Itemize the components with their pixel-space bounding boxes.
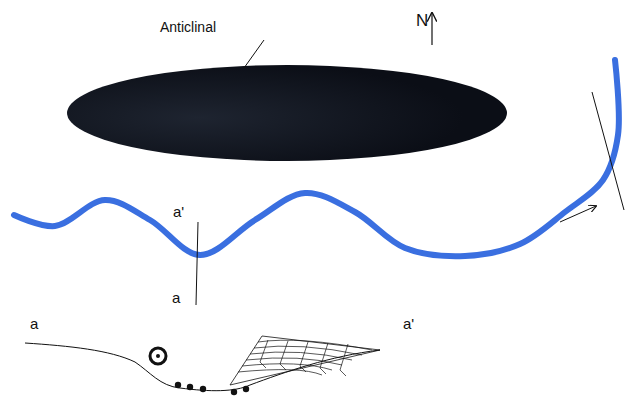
- flow-arrow: [560, 206, 596, 222]
- anticline: [67, 65, 507, 161]
- pebble: [231, 389, 237, 395]
- river: [14, 60, 619, 256]
- section-profile: [25, 343, 380, 391]
- fault-line: [592, 92, 624, 210]
- leader-line: [244, 40, 264, 68]
- hatch-stroke: [238, 370, 322, 375]
- ring-symbol: [150, 348, 166, 364]
- section-end-label: a: [30, 316, 38, 333]
- section-end-label: a': [403, 316, 414, 333]
- section-end-label: a: [172, 290, 180, 307]
- pebble: [187, 384, 193, 390]
- river-channel: [14, 60, 619, 256]
- pebble: [200, 386, 206, 392]
- deposit-outline: [230, 336, 380, 385]
- north-label: N: [416, 12, 428, 31]
- north-arrow: [431, 13, 432, 45]
- hatch-stroke: [242, 364, 332, 370]
- structure-label: Anticlinal: [160, 20, 216, 35]
- hatch-stroke: [300, 342, 308, 372]
- pebble: [243, 386, 249, 392]
- section-end-label: a': [173, 204, 184, 221]
- hatch-stroke: [258, 340, 372, 350]
- hatch-stroke: [320, 343, 328, 374]
- hatch-stroke: [340, 344, 348, 376]
- section-line: [196, 222, 198, 305]
- deposit-hatching: [238, 340, 372, 376]
- ring-dot: [156, 354, 160, 358]
- hatch-stroke: [260, 340, 268, 368]
- pebble: [175, 382, 181, 388]
- pebbles: [175, 382, 249, 395]
- hatch-stroke: [280, 341, 288, 370]
